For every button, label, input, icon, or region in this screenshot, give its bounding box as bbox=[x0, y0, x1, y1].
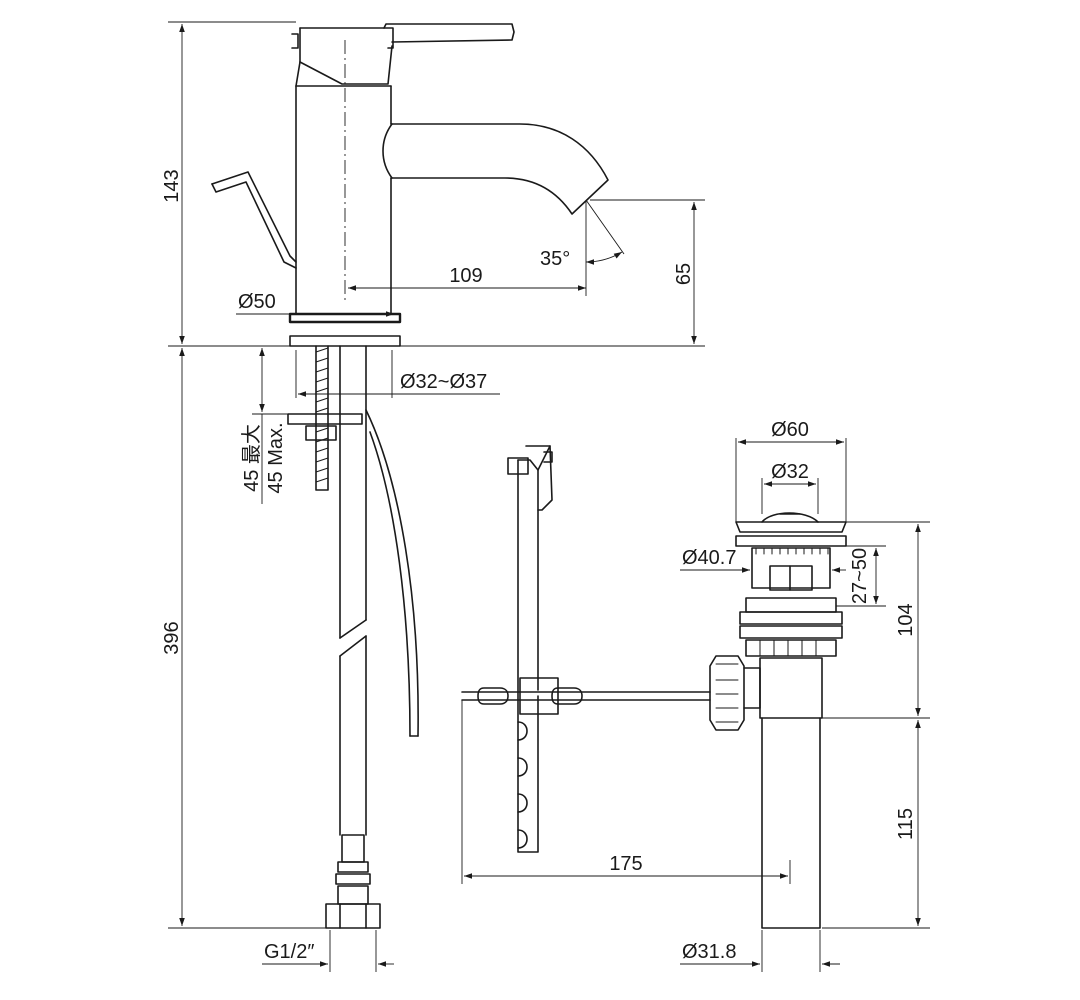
dim-label-tailpiece-length: 115 bbox=[895, 808, 917, 840]
dim-label-spout-height: 65 bbox=[673, 263, 695, 285]
dim-label-pullrod-reach: 175 bbox=[609, 853, 642, 875]
dim-label-hole-diameter: Ø32~Ø37 bbox=[400, 371, 487, 393]
dim-label-tap-height: 143 bbox=[161, 169, 183, 202]
dim-label-spout-angle: 35° bbox=[540, 248, 570, 270]
dimension-labels: 143 109 65 Ø50 35° Ø32~Ø37 45 最大 45 Max.… bbox=[161, 169, 917, 963]
dim-label-tailpiece-diameter: Ø31.8 bbox=[682, 941, 736, 963]
dim-label-spout-reach: 109 bbox=[449, 265, 482, 287]
dim-label-drain-cap-diameter: Ø60 bbox=[771, 419, 809, 441]
dim-label-deck-thickness-cn: 45 最大 bbox=[240, 424, 263, 492]
dim-label-hose-length: 396 bbox=[161, 621, 183, 654]
dim-label-drain-upper-height: 104 bbox=[895, 603, 917, 636]
dim-label-connection-thread: G1/2″ bbox=[264, 941, 314, 963]
dim-label-drain-inner-diameter: Ø32 bbox=[771, 461, 809, 483]
pivot-rod bbox=[461, 445, 711, 853]
dim-label-body-diameter: Ø50 bbox=[238, 291, 276, 313]
mounting-assembly bbox=[287, 345, 419, 929]
thread-hatch bbox=[315, 347, 329, 483]
pop-up-drain bbox=[709, 512, 847, 929]
dim-label-drain-body-diameter: Ø40.7 bbox=[682, 547, 736, 569]
dimension-lines bbox=[168, 21, 930, 972]
dim-label-basin-thickness: 27~50 bbox=[849, 548, 871, 604]
dim-label-deck-thickness-en: 45 Max. bbox=[265, 422, 287, 493]
faucet-body bbox=[211, 23, 609, 347]
